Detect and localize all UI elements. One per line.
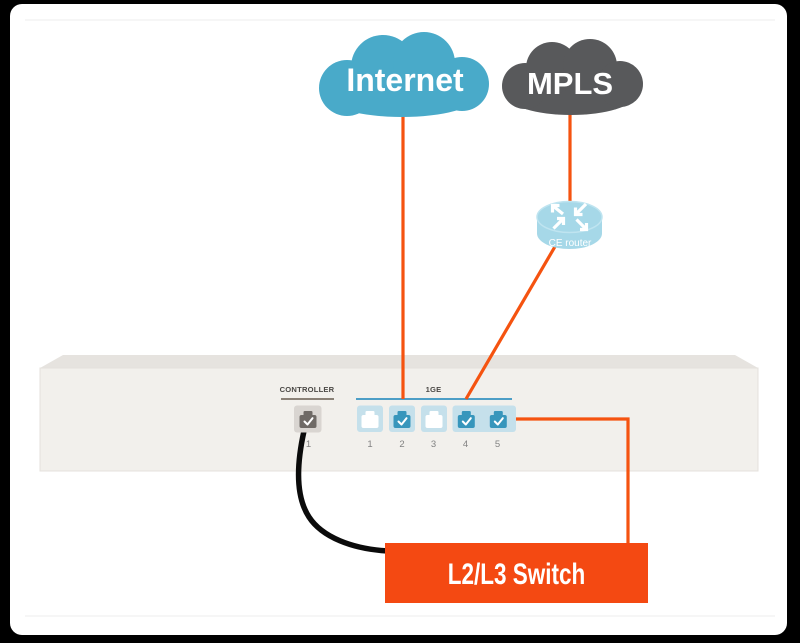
ge-port-2: 2 — [393, 411, 411, 450]
ethernet-jack-icon — [425, 411, 443, 428]
ethernet-jack-icon — [299, 411, 317, 428]
ge-port-4: 4 — [457, 411, 475, 450]
ethernet-jack-icon — [489, 411, 507, 428]
converging-arrows-icon — [550, 202, 589, 232]
ge-port-1: 1 — [361, 411, 379, 450]
connection-lines — [401, 98, 630, 544]
ge-port-number: 3 — [431, 439, 436, 450]
cloud-icon — [319, 32, 489, 117]
l2l3-switch: L2/L3 Switch — [385, 543, 648, 603]
canvas — [10, 4, 787, 635]
check-icon — [461, 417, 472, 426]
ethernet-jack-icon — [361, 411, 379, 428]
ce-router-label: CE router — [549, 238, 592, 249]
ethernet-jack-icon — [393, 411, 411, 428]
check-icon — [493, 417, 504, 426]
ge-port-number: 4 — [463, 439, 468, 450]
switch-box — [385, 543, 648, 603]
router-link-line — [464, 237, 562, 400]
ethernet-jack-icon — [457, 411, 475, 428]
router-icon — [536, 200, 603, 249]
ge-label: 1GE — [426, 385, 442, 394]
controller-port-number: 1 — [306, 439, 311, 450]
internet-label: Internet — [346, 62, 464, 98]
ce-router: CE router — [536, 200, 603, 249]
ge-port-3: 3 — [425, 411, 443, 450]
switch-link-line — [514, 417, 630, 544]
check-icon — [303, 417, 314, 426]
switch-label: L2/L3 Switch — [448, 557, 585, 591]
ge-port-number: 5 — [495, 439, 500, 450]
cloud-icon — [502, 39, 643, 115]
ge-port-number: 2 — [399, 439, 404, 450]
internet-cloud: Internet — [319, 32, 489, 117]
mpls-cloud: MPLS — [502, 39, 643, 115]
controller-label: CONTROLLER — [280, 385, 335, 394]
check-icon — [397, 417, 408, 426]
ge-ports: 1 2 3 4 — [357, 405, 516, 450]
ge-port-number: 1 — [367, 439, 372, 450]
controller-cable — [295, 428, 391, 554]
mpls-label: MPLS — [527, 66, 613, 101]
ge-port-5: 5 — [489, 411, 507, 450]
appliance-top-face — [40, 355, 758, 368]
controller-port: 1 — [294, 405, 322, 450]
